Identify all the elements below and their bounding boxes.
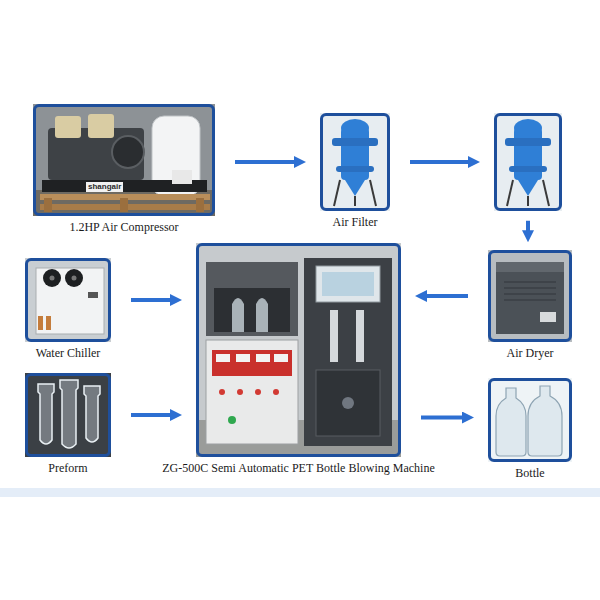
filter-photo [320, 113, 390, 211]
photo-caption: Air Dryer [507, 346, 554, 360]
photo-caption: Air Filter [333, 215, 378, 229]
compressor-photo [33, 104, 215, 216]
photo-box: Air Filter [320, 113, 390, 211]
preform-photo [25, 373, 111, 457]
photo-box: Preform [25, 373, 111, 457]
photo-box: Bottle [488, 378, 572, 462]
bottle-photo [488, 378, 572, 462]
photo-caption: 1.2HP Air Compressor [69, 220, 178, 234]
flow-arrow [421, 416, 464, 420]
photo-box: Air Dryer [488, 250, 572, 342]
photo-box: Water Chiller [25, 258, 111, 342]
photo-box [494, 113, 562, 211]
photo-caption: Preform [48, 461, 87, 475]
photo-caption: Water Chiller [36, 346, 101, 360]
flow-arrow [526, 221, 530, 232]
flow-arrow [425, 294, 468, 298]
machine-photo [196, 243, 401, 457]
flow-arrow [131, 298, 172, 302]
flow-arrow [410, 160, 470, 164]
photo-caption: ZG-500C Semi Automatic PET Bottle Blowin… [162, 461, 434, 475]
flow-arrow [235, 160, 296, 164]
brand-label: shangair [86, 182, 123, 192]
chiller-photo [25, 258, 111, 342]
photo-box: ZG-500C Semi Automatic PET Bottle Blowin… [196, 243, 401, 457]
dryer-photo [488, 250, 572, 342]
filter-photo [494, 113, 562, 211]
photo-caption: Bottle [515, 466, 544, 480]
footer-band [0, 488, 600, 497]
photo-box: 1.2HP Air Compressor [33, 104, 215, 216]
flow-arrow [131, 413, 172, 417]
